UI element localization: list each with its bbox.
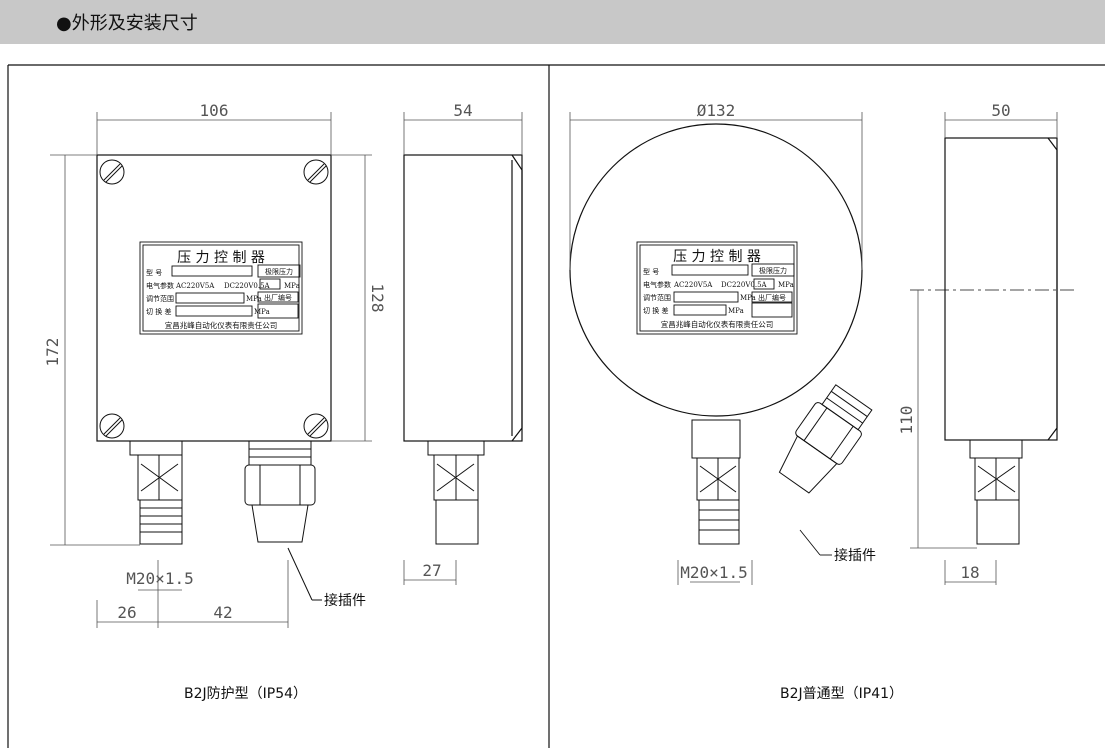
nameplate-mpa-2: MPa [246, 295, 262, 303]
dim-offset-a: 26 [117, 603, 136, 622]
nameplate-title-right: 压 力 控 制 器 [673, 249, 761, 265]
connector-label-right: 接插件 [834, 547, 876, 564]
dim-width-left: 106 [200, 101, 229, 120]
nameplate-ac-right: AC220V5A [673, 281, 713, 289]
nameplate-left-text: 压 力 控 制 器 型 号 极限压力 电气参数 AC220V5A DC220V0… [146, 250, 300, 330]
connector-plug-right [778, 384, 873, 494]
nameplate-mpa-right-1: MPa [778, 281, 794, 289]
dim-thread-right: M20×1.5 [680, 563, 747, 582]
nameplate-title: 压 力 控 制 器 [177, 250, 265, 266]
dim-height-right: 110 [897, 406, 916, 435]
nameplate-dc-right: DC220V0.5A [721, 281, 768, 289]
corner-screws [99, 159, 329, 439]
right-front-view [569, 112, 873, 585]
nameplate-model-label: 型 号 [146, 268, 162, 277]
nameplate-elec-label-right: 电气参数 [643, 280, 671, 289]
nameplate-elec-label: 电气参数 [146, 281, 174, 290]
dim-inner-height-left: 128 [368, 284, 387, 313]
pressure-fitting-right [691, 419, 741, 545]
dim-side-width-right: 50 [991, 101, 1010, 120]
nameplate-mpa-3: MPa [254, 308, 270, 316]
dim-height-left: 172 [43, 338, 62, 367]
side-right-dimension-lines [910, 112, 1058, 585]
nameplate-model-label-right: 型 号 [643, 267, 659, 276]
nameplate-company-right: 宜昌兆峰自动化仪表有限责任公司 [661, 319, 774, 329]
connector-plug-left [244, 440, 322, 601]
dim-diameter-right: Ø132 [697, 101, 736, 120]
left-side-view [403, 112, 523, 585]
nameplate-switch-label-right: 切 换 差 [643, 306, 668, 315]
nameplate-range-label: 调节范围 [146, 294, 174, 303]
dim-side-offset-left: 27 [422, 561, 441, 580]
dim-side-width-left: 54 [453, 101, 472, 120]
caption-left: B2J防护型（IP54） [184, 686, 308, 702]
right-side-view [910, 112, 1075, 585]
nameplate-ac: AC220V5A [175, 282, 215, 290]
nameplate-mpa-1: MPa [284, 282, 300, 290]
nameplate-company: 宜昌兆峰自动化仪表有限责任公司 [165, 320, 278, 330]
nameplate-mpa-right-2: MPa [740, 294, 756, 302]
nameplate-switch-label: 切 换 差 [146, 307, 171, 316]
drawing-frame [7, 64, 1105, 748]
connector-label-left: 接插件 [324, 592, 366, 609]
nameplate-right [636, 241, 798, 335]
dim-offset-right: 18 [960, 563, 979, 582]
section-title: ●外形及安装尺寸 [56, 13, 198, 34]
caption-right: B2J普通型（IP41） [780, 686, 904, 702]
section-header: ●外形及安装尺寸 [0, 0, 1105, 44]
dim-offset-b: 42 [213, 603, 232, 622]
nameplate-mpa-right-3: MPa [728, 307, 744, 315]
nameplate-dc: DC220V0.5A [224, 282, 271, 290]
left-front-view [50, 112, 372, 628]
left-dimension-lines [50, 112, 372, 628]
round-dimension-lines [569, 112, 863, 585]
nameplate-limit-right: 极限压力 [759, 266, 787, 275]
nameplate-factory: 出厂编号 [264, 293, 292, 302]
nameplate-limit: 极限压力 [265, 267, 293, 276]
nameplate-factory-right: 出厂编号 [758, 293, 786, 302]
side-dimension-lines [403, 112, 523, 585]
nameplate-range-label-right: 调节范围 [643, 293, 671, 302]
pressure-fitting-left [129, 440, 183, 545]
dim-thread-left: M20×1.5 [126, 569, 193, 588]
nameplate-right-text: 压 力 控 制 器 型 号 极限压力 电气参数 AC220V5A DC220V0… [643, 249, 794, 329]
nameplate-left [139, 241, 303, 335]
